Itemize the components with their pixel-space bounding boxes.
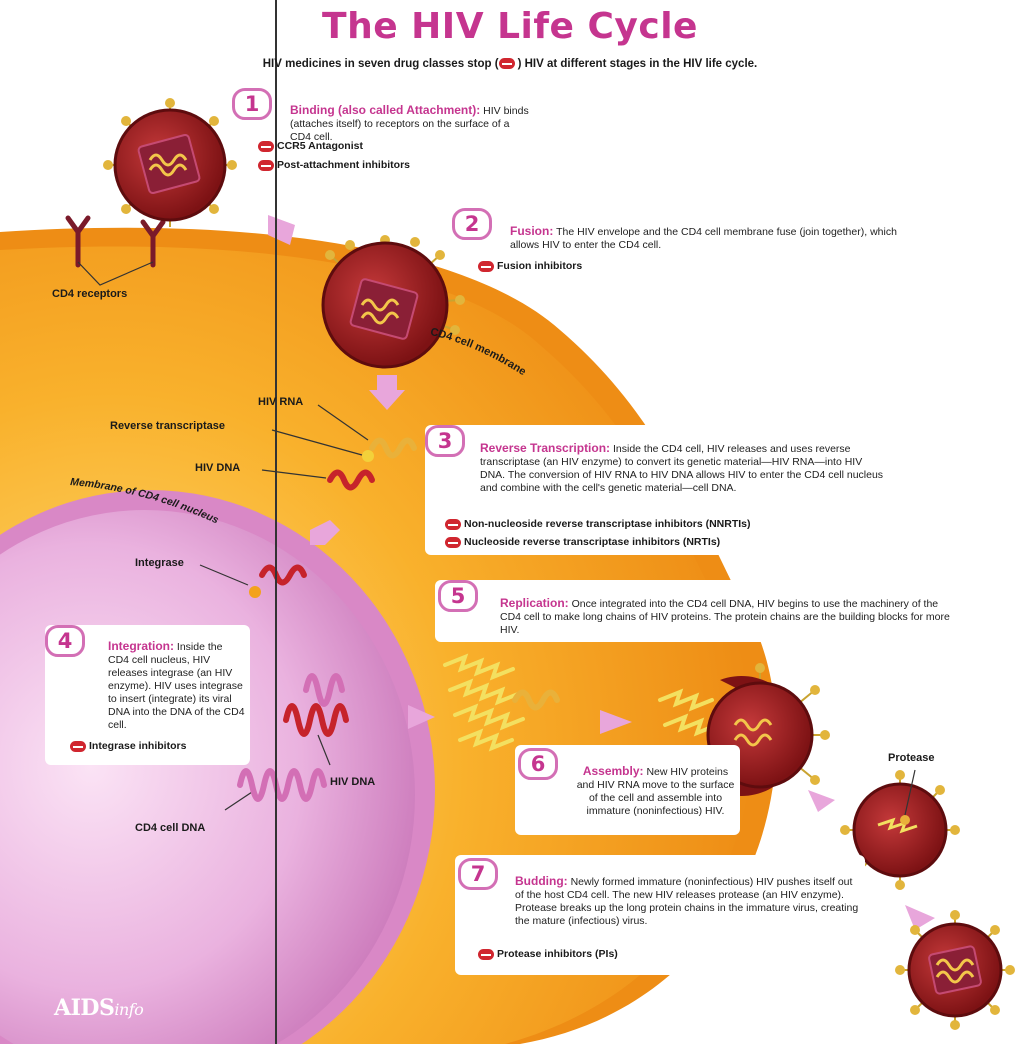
reverse-transcriptase-label: Reverse transcriptase (110, 420, 225, 432)
step-1-number: 1 (232, 88, 272, 120)
step-2-number: 2 (452, 208, 492, 240)
step-1-inhibitor-1: CCR5 Antagonist (258, 140, 363, 152)
step-4-text: Integration: Inside the CD4 cell nucleus… (70, 640, 245, 732)
virus-mature (895, 910, 1015, 1030)
step-3-text: Reverse Transcription: Inside the CD4 ce… (430, 442, 890, 495)
integrase-dot (249, 586, 261, 598)
cd4-cell-dna-label: CD4 cell DNA (135, 822, 205, 834)
step-3-inhibitor-1: Non-nucleoside reverse transcriptase inh… (445, 518, 750, 530)
stop-sign-icon (499, 58, 515, 69)
stop-sign-icon (478, 949, 494, 960)
step-2-inhibitor-1: Fusion inhibitors (478, 260, 582, 272)
virus-binding (103, 98, 237, 227)
step-5-text: Replication: Once integrated into the CD… (460, 597, 955, 637)
aidsinfo-logo: AIDSinfo (54, 995, 143, 1021)
stop-sign-icon (258, 141, 274, 152)
nucleus-hiv-dna-label: HIV DNA (330, 776, 375, 788)
step-6-number: 6 (518, 748, 558, 780)
page-subtitle: HIV medicines in seven drug classes stop… (0, 58, 1020, 70)
integrase-label: Integrase (135, 557, 184, 569)
divider-line (275, 0, 277, 1044)
step-7-text: Budding: Newly formed immature (noninfec… (470, 875, 860, 928)
stop-sign-icon (445, 519, 461, 530)
cd4-receptors-label: CD4 receptors (52, 288, 127, 300)
page-title: The HIV Life Cycle (0, 6, 1020, 47)
reverse-transcriptase-dot (362, 450, 374, 462)
step-7-inhibitor-1: Protease inhibitors (PIs) (478, 948, 618, 960)
stop-sign-icon (478, 261, 494, 272)
protease-label: Protease (888, 752, 934, 764)
step-4-inhibitor-1: Integrase inhibitors (70, 740, 186, 752)
stop-sign-icon (445, 537, 461, 548)
step-3-inhibitor-2: Nucleoside reverse transcriptase inhibit… (445, 536, 720, 548)
hiv-rna-label: HIV RNA (258, 396, 303, 408)
step-2-text: Fusion: The HIV envelope and the CD4 cel… (510, 225, 900, 252)
step-1-text: Binding (also called Attachment): HIV bi… (290, 104, 530, 144)
hiv-dna-label: HIV DNA (195, 462, 240, 474)
stop-sign-icon (258, 160, 274, 171)
step-6-text: Assembly: New HIV proteins and HIV RNA m… (560, 765, 735, 818)
stop-sign-icon (70, 741, 86, 752)
step-1-inhibitor-2: Post-attachment inhibitors (258, 159, 410, 171)
